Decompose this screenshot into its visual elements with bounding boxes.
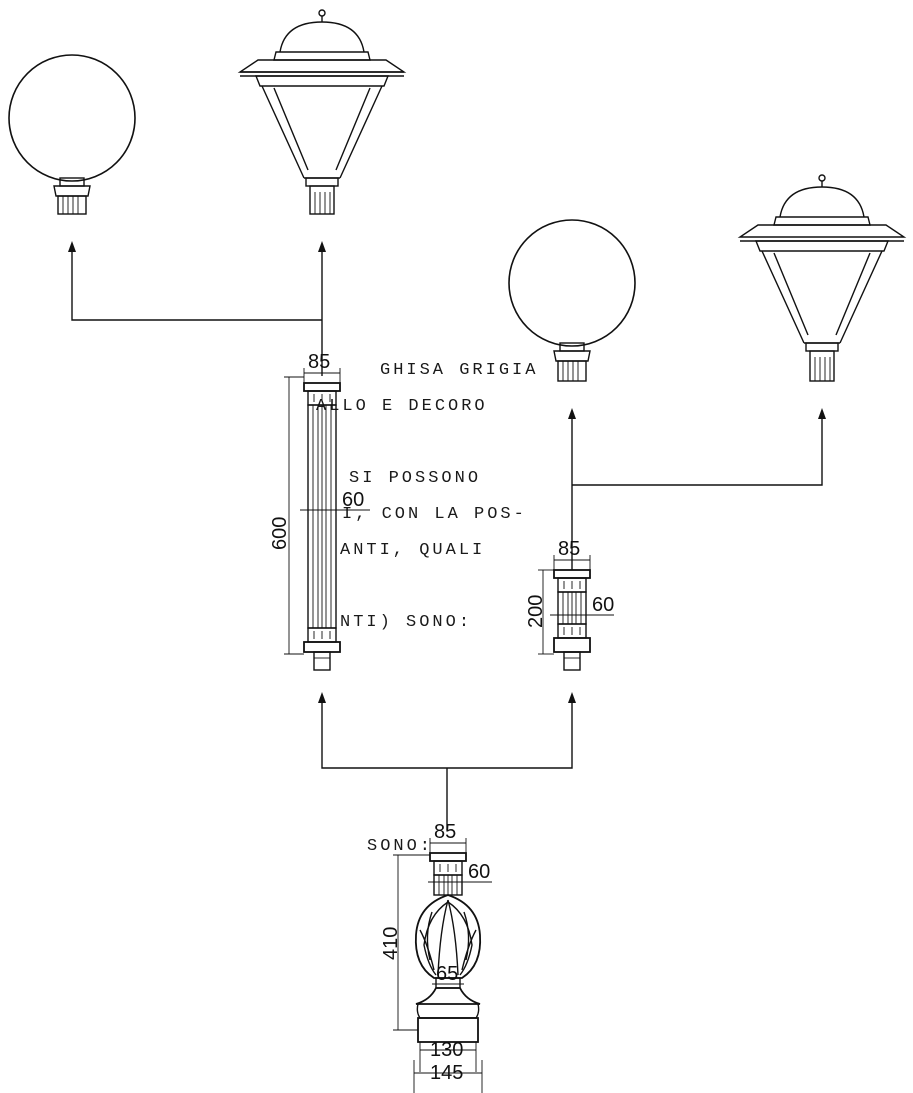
connector-base-to-columns — [318, 692, 576, 830]
base-top-diameter: 85 — [434, 821, 456, 843]
connector-tall-to-lamps — [68, 241, 326, 376]
tall-column-shaft-diameter: 60 — [342, 489, 364, 511]
lantern-lamp-left — [237, 9, 407, 215]
note-line-6: NTI) SONO: — [340, 613, 473, 632]
short-column-top-diameter: 85 — [558, 538, 580, 560]
tall-column: 85 60 600 — [269, 351, 370, 671]
short-column-height: 200 — [525, 595, 547, 628]
note-line-5: ANTI, QUALI — [340, 541, 486, 560]
base-height: 410 — [380, 927, 402, 960]
note-line-1: GHISA GRIGIA — [380, 361, 539, 380]
decorative-base: 85 60 65 — [380, 821, 492, 1093]
globe-lamp-left — [8, 54, 136, 215]
connector-short-to-lamps — [568, 408, 826, 570]
tall-column-height: 600 — [269, 517, 291, 550]
base-neck-diameter: 65 — [436, 963, 458, 985]
tall-column-top-diameter: 85 — [308, 351, 330, 373]
note-line-7: SONO: — [367, 837, 434, 856]
globe-lamp-right — [508, 219, 636, 382]
note-line-3: SI POSSONO — [349, 469, 482, 488]
base-plinth-inner: 130 — [430, 1039, 463, 1061]
base-plinth-outer: 145 — [430, 1062, 463, 1084]
note-line-2: ALLO E DECORO — [316, 397, 488, 416]
short-column: 85 60 200 — [525, 538, 614, 671]
lantern-lamp-right — [737, 174, 907, 382]
base-shaft-diameter: 60 — [468, 861, 490, 883]
short-column-shaft-diameter: 60 — [592, 594, 614, 616]
